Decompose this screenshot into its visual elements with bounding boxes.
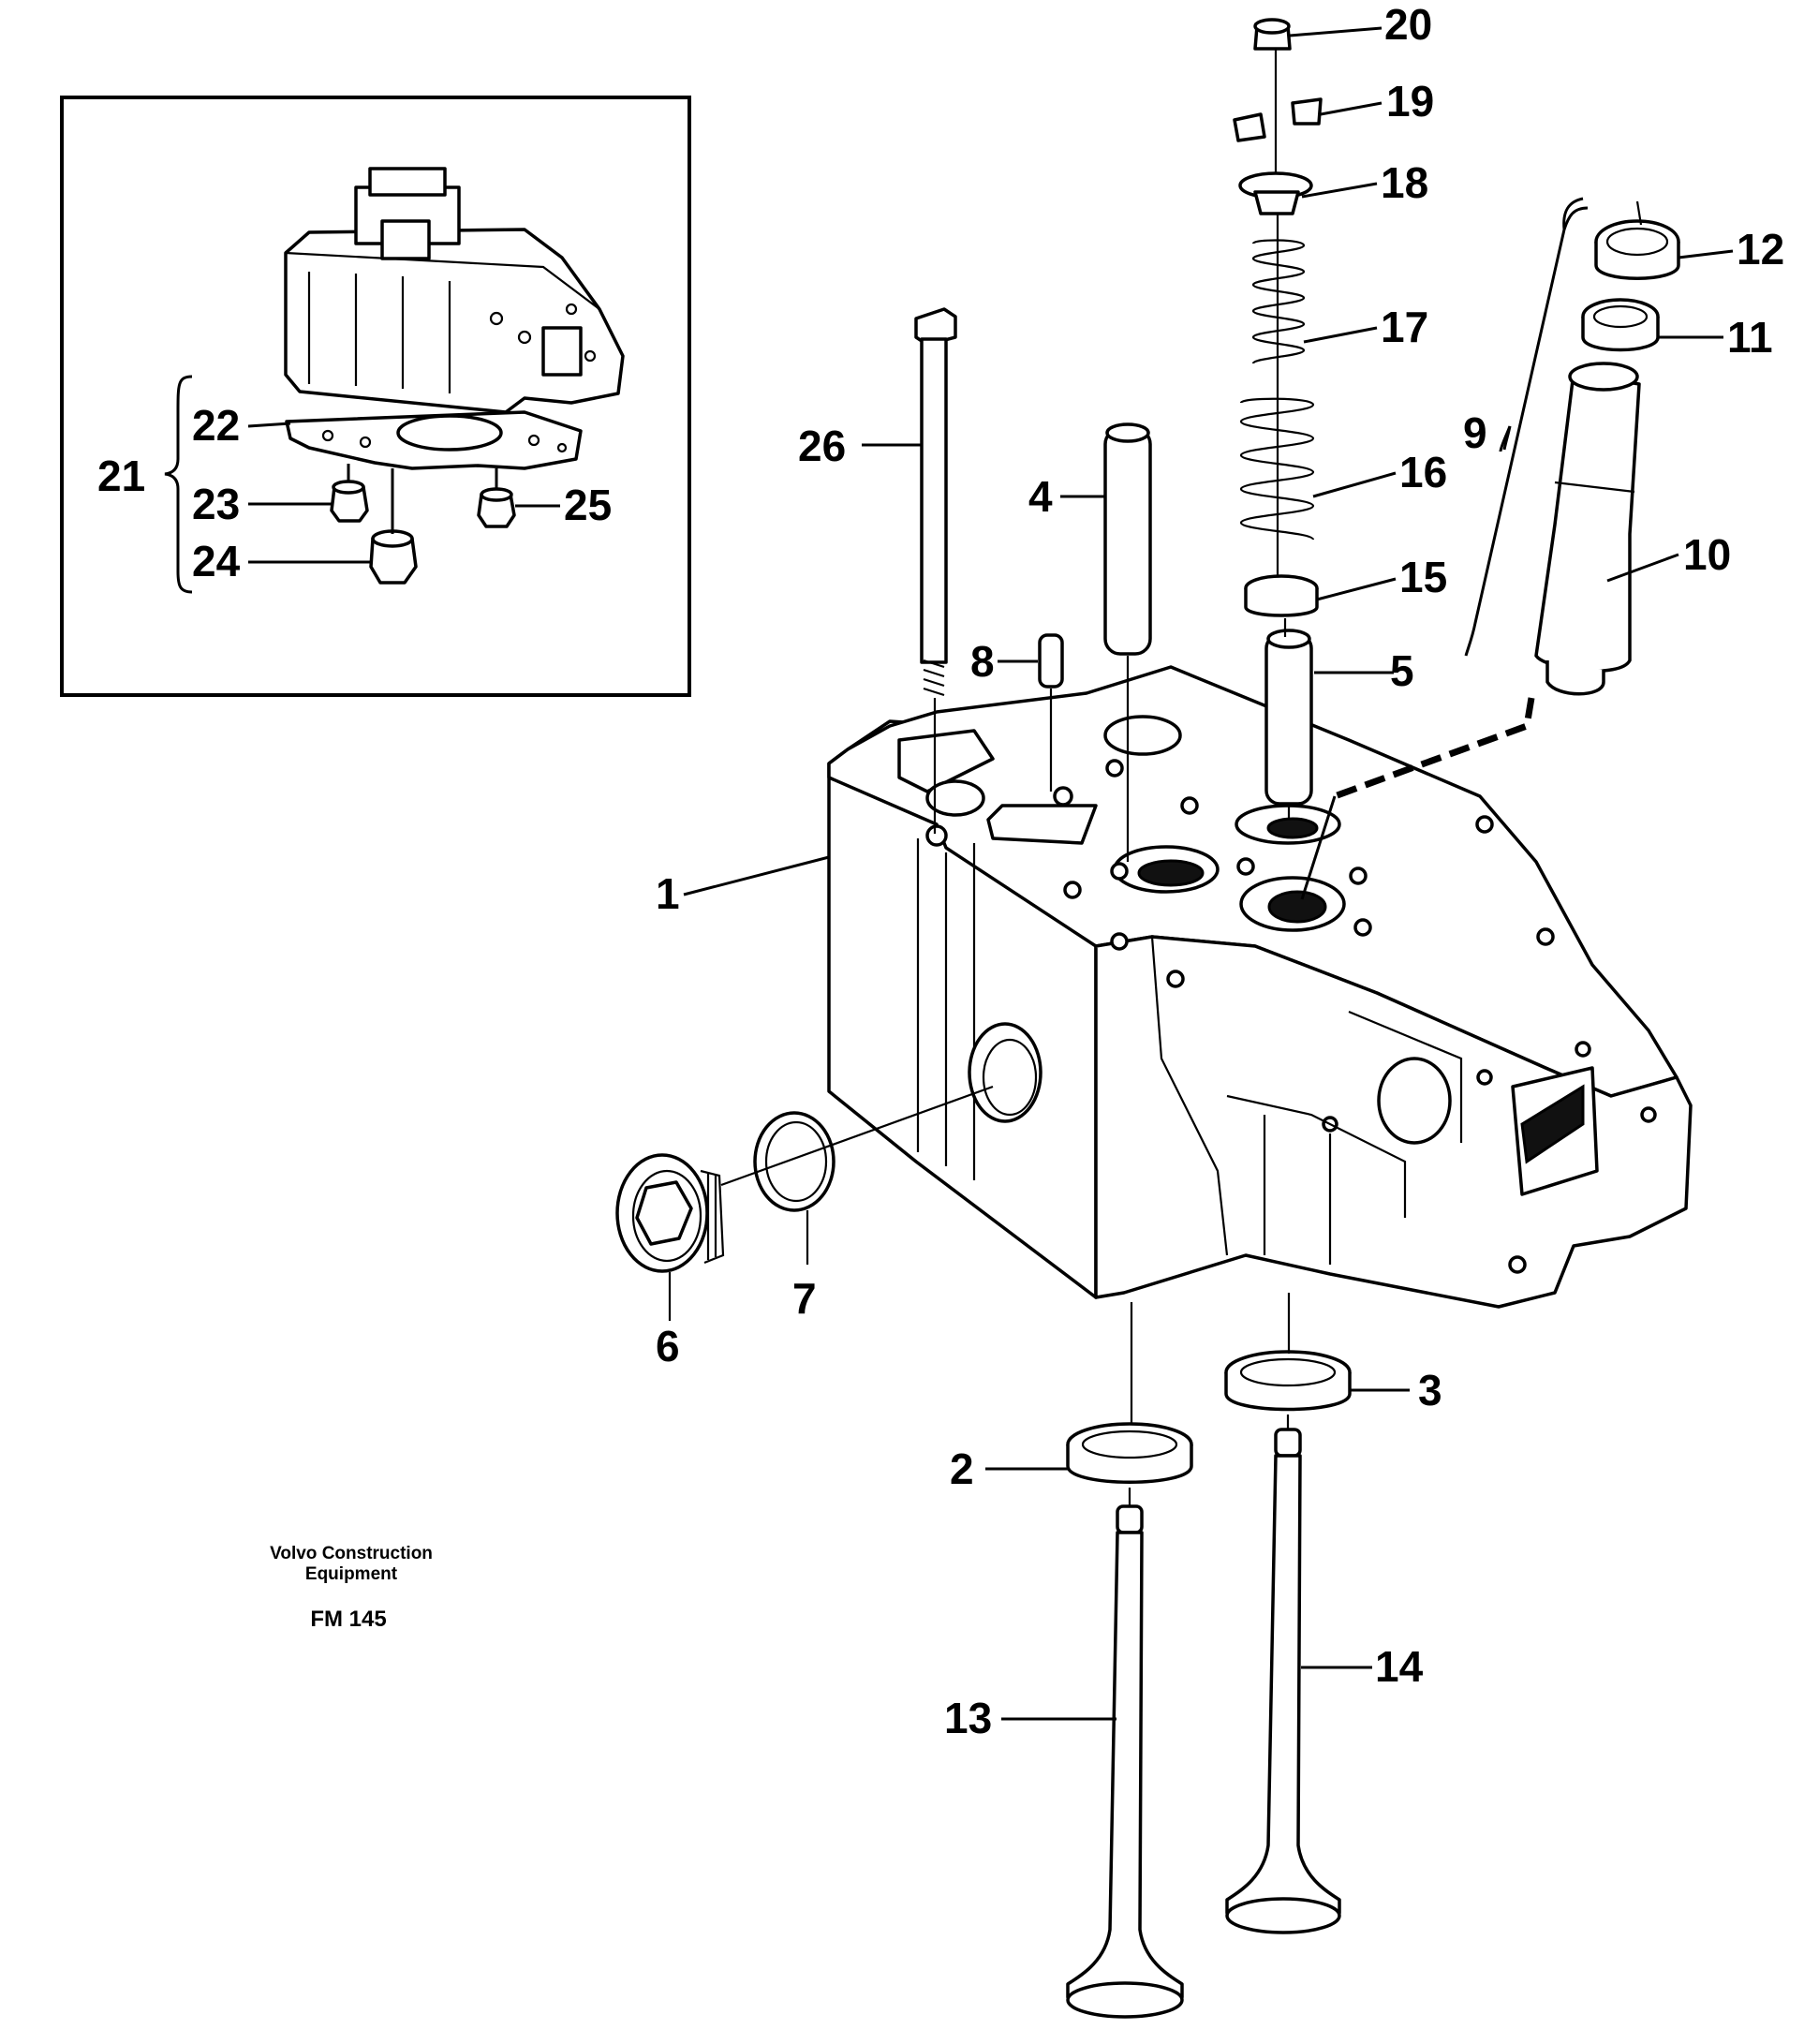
- injector-ring-11: [1581, 298, 1660, 352]
- callout-1: 1: [656, 869, 680, 918]
- callout-4: 4: [1028, 472, 1053, 521]
- spring-seat-15: [1244, 574, 1319, 617]
- bolt-26: [914, 307, 957, 834]
- valve-13: [1066, 1504, 1184, 2019]
- valve-guide-4: [1103, 422, 1152, 862]
- callout-13: 13: [944, 1694, 992, 1742]
- callout-16: 16: [1399, 448, 1447, 496]
- inset-seal-25: [477, 487, 516, 528]
- callout-labels: 1 2 3 4 5 6 7 8 9 10 11 12 13 14 15 16 1…: [97, 0, 1784, 1742]
- valve-seat-3: [1224, 1350, 1352, 1412]
- valve-keeper-19: [1233, 97, 1323, 142]
- brand-block: Volvo Construction Equipment FM 145: [270, 1544, 433, 1632]
- injector-seal-12: [1594, 219, 1680, 280]
- callout-23: 23: [192, 480, 240, 528]
- callout-19: 19: [1386, 77, 1434, 126]
- inset-cylinder-head: [284, 167, 625, 414]
- figure-code: FM 145: [310, 1607, 386, 1632]
- pin-8: [1038, 633, 1064, 792]
- callout-21: 21: [97, 452, 145, 500]
- callout-26: 26: [798, 422, 846, 470]
- callout-7: 7: [792, 1274, 817, 1323]
- callout-6: 6: [656, 1322, 680, 1370]
- callout-2: 2: [950, 1444, 974, 1493]
- callout-17: 17: [1381, 303, 1428, 351]
- callout-18: 18: [1381, 158, 1428, 207]
- callout-8: 8: [970, 637, 995, 686]
- callout-14: 14: [1375, 1642, 1424, 1691]
- brand-company-line2: Equipment: [305, 1564, 398, 1584]
- callout-12: 12: [1737, 225, 1784, 274]
- plug-6: [615, 1153, 725, 1321]
- cylinder-head: [827, 665, 1693, 1309]
- inset-panel: [60, 96, 691, 697]
- valve-guide-5: [1264, 629, 1313, 820]
- callout-22: 22: [192, 401, 240, 450]
- spring-retainer-18: [1238, 171, 1313, 215]
- inset-gasket: [285, 410, 583, 470]
- valve-14: [1225, 1428, 1341, 1934]
- inset-seal-23: [330, 480, 369, 523]
- leader-lines: [683, 26, 1734, 1721]
- callout-15: 15: [1399, 553, 1447, 601]
- sealing-ring-7: [753, 1111, 835, 1265]
- callout-20: 20: [1384, 0, 1432, 49]
- callout-9: 9: [1463, 408, 1487, 457]
- valve-seat-2: [1066, 1422, 1193, 1484]
- callout-3: 3: [1418, 1366, 1442, 1415]
- valve-cap-20: [1253, 18, 1292, 51]
- spring-17: [1251, 239, 1306, 365]
- injector-sleeve-10: [1534, 362, 1641, 696]
- callout-11: 11: [1727, 313, 1773, 362]
- callout-25: 25: [564, 481, 612, 529]
- inset-seal-24: [369, 529, 418, 585]
- callout-10: 10: [1683, 530, 1731, 579]
- callout-5: 5: [1390, 646, 1414, 695]
- brand-company-line1: Volvo Construction: [270, 1544, 433, 1563]
- callout-24: 24: [192, 537, 241, 585]
